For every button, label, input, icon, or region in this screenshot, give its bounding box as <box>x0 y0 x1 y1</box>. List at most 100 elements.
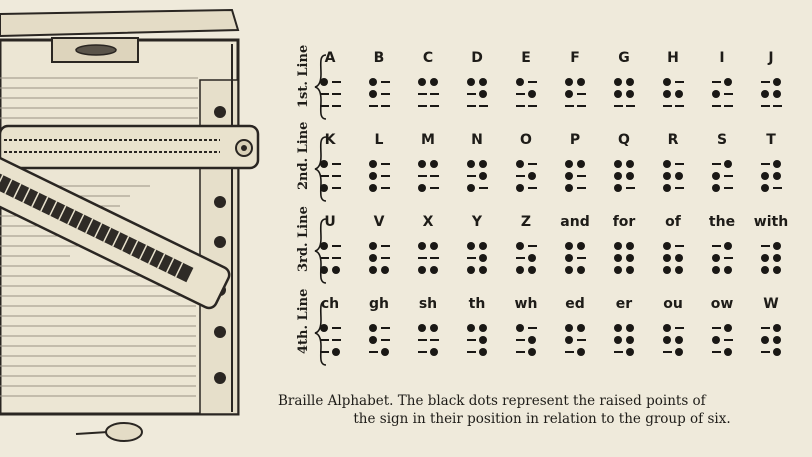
empty-position <box>712 163 721 165</box>
empty-position <box>516 351 525 353</box>
braille-letter: Q <box>618 132 630 148</box>
raised-dot <box>663 336 671 344</box>
empty-position <box>712 351 721 353</box>
braille-letter: ch <box>320 296 340 312</box>
braille-letter: A <box>324 50 336 66</box>
raised-dot <box>528 336 536 344</box>
empty-position <box>712 245 721 247</box>
raised-dot <box>418 184 426 192</box>
braille-cell <box>757 242 785 276</box>
braille-letter: I <box>719 50 725 66</box>
raised-dot <box>320 78 328 86</box>
raised-dot <box>369 184 377 192</box>
raised-dot <box>332 266 340 274</box>
braille-cell <box>463 160 491 194</box>
braille-cell <box>316 160 344 194</box>
raised-dot <box>663 160 671 168</box>
empty-position <box>528 327 537 329</box>
empty-position <box>430 339 439 341</box>
empty-position <box>761 351 770 353</box>
braille-letter: P <box>569 132 581 148</box>
braille-letter: with <box>753 214 789 230</box>
empty-position <box>675 187 684 189</box>
braille-letter: ed <box>565 296 585 312</box>
raised-dot <box>479 336 487 344</box>
braille-letter: th <box>468 296 486 312</box>
raised-dot <box>712 90 720 98</box>
braille-letter: of <box>665 214 681 230</box>
raised-dot <box>614 78 622 86</box>
braille-letter: the <box>708 214 736 230</box>
empty-position <box>467 351 476 353</box>
raised-dot <box>626 90 634 98</box>
empty-position <box>528 81 537 83</box>
raised-dot <box>467 78 475 86</box>
raised-dot <box>626 172 634 180</box>
raised-dot <box>773 90 781 98</box>
raised-dot <box>577 78 585 86</box>
raised-dot <box>675 348 683 356</box>
empty-position <box>320 93 329 95</box>
braille-letter: gh <box>369 296 389 312</box>
braille-cell <box>414 160 442 194</box>
braille-cell <box>708 160 736 194</box>
empty-position <box>430 175 439 177</box>
empty-position <box>516 257 525 259</box>
raised-dot <box>369 242 377 250</box>
empty-position <box>381 105 390 107</box>
braille-letter: S <box>716 132 728 148</box>
raised-dot <box>516 242 524 250</box>
braille-letter: and <box>560 214 590 230</box>
braille-letter: J <box>768 50 774 66</box>
raised-dot <box>712 336 720 344</box>
braille-cell <box>610 242 638 276</box>
raised-dot <box>430 242 438 250</box>
braille-cell <box>365 160 393 194</box>
raised-dot <box>712 184 720 192</box>
raised-dot <box>614 336 622 344</box>
raised-dot <box>320 242 328 250</box>
raised-dot <box>626 324 634 332</box>
braille-cell <box>316 242 344 276</box>
raised-dot <box>467 160 475 168</box>
raised-dot <box>565 172 573 180</box>
raised-dot <box>614 160 622 168</box>
raised-dot <box>565 254 573 262</box>
raised-dot <box>430 160 438 168</box>
raised-dot <box>467 324 475 332</box>
braille-letter: H <box>667 50 679 66</box>
braille-letter: Y <box>471 214 483 230</box>
empty-position <box>332 339 341 341</box>
braille-letter: G <box>618 50 630 66</box>
slate-clamp <box>51 37 139 63</box>
raised-dot <box>724 160 732 168</box>
empty-position <box>675 245 684 247</box>
raised-dot <box>418 78 426 86</box>
empty-position <box>332 81 341 83</box>
raised-dot <box>675 254 683 262</box>
raised-dot <box>724 348 732 356</box>
empty-position <box>320 105 329 107</box>
braille-cell <box>561 78 589 112</box>
empty-position <box>565 351 574 353</box>
raised-dot <box>565 266 573 274</box>
empty-position <box>369 105 378 107</box>
caption-line-2: the sign in their position in relation t… <box>353 411 731 427</box>
raised-dot <box>675 172 683 180</box>
raised-dot <box>724 78 732 86</box>
empty-position <box>724 175 733 177</box>
braille-cell <box>561 160 589 194</box>
raised-dot <box>626 336 634 344</box>
braille-letter: L <box>374 132 384 148</box>
braille-letter: W <box>763 296 779 312</box>
horizontal-guide <box>0 124 260 170</box>
empty-position <box>724 257 733 259</box>
braille-cell <box>708 242 736 276</box>
raised-dot <box>675 266 683 274</box>
empty-position <box>332 187 341 189</box>
raised-dot <box>565 336 573 344</box>
empty-position <box>516 339 525 341</box>
raised-dot <box>320 160 328 168</box>
raised-dot <box>663 266 671 274</box>
braille-letter: ow <box>710 296 734 312</box>
